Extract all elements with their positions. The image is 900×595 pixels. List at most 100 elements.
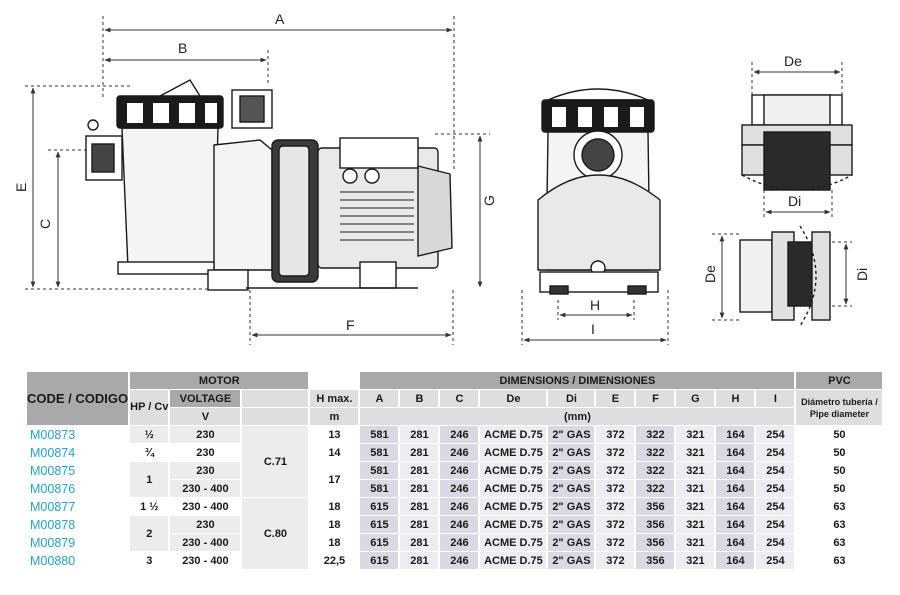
row-e: 372 xyxy=(596,534,635,551)
row-i: 254 xyxy=(756,516,795,533)
dim-label-de-side: De xyxy=(702,265,718,283)
table-row: M00880 3 230 - 400 22,5 615 281 246 ACME… xyxy=(27,552,883,569)
row-voltage: 230 - 400 xyxy=(170,498,241,515)
row-h: 164 xyxy=(716,462,755,479)
col-head-de: De xyxy=(480,390,547,407)
row-hmax: 18 xyxy=(310,498,359,515)
row-code: M00876 xyxy=(30,481,76,496)
row-c: 246 xyxy=(440,552,479,569)
row-b: 281 xyxy=(400,462,439,479)
row-a: 581 xyxy=(360,480,399,497)
row-b: 281 xyxy=(400,444,439,461)
row-hp: 2 xyxy=(130,516,169,551)
row-code: M00874 xyxy=(30,445,76,460)
row-b: 281 xyxy=(400,516,439,533)
row-voltage: 230 xyxy=(170,426,241,443)
table-row: M00876 230 - 400 581 281 246 ACME D.75 2… xyxy=(27,480,883,497)
code-header: CODE / CODIGO xyxy=(27,372,129,425)
table-row: M00874 ¾ 230 14 581 281 246 ACME D.75 2"… xyxy=(27,444,883,461)
dim-label-i: I xyxy=(591,321,595,337)
row-a: 615 xyxy=(360,498,399,515)
row-hmax: 18 xyxy=(310,534,359,551)
row-h: 164 xyxy=(716,534,755,551)
dim-label-di-top: Di xyxy=(788,193,801,209)
header-spacer xyxy=(310,372,359,389)
row-hp: 3 xyxy=(130,552,169,569)
row-i: 254 xyxy=(756,498,795,515)
row-hmax: 18 xyxy=(310,516,359,533)
row-g: 321 xyxy=(676,462,715,479)
hmax-header: H max. xyxy=(310,390,359,407)
dim-label-de-top: De xyxy=(784,53,802,69)
table-row: M00878 2 230 18 615 281 246 ACME D.75 2"… xyxy=(27,516,883,551)
row-i: 254 xyxy=(756,444,795,461)
dim-label-b: B xyxy=(178,40,187,56)
row-de: ACME D.75 xyxy=(480,552,547,569)
row-b: 281 xyxy=(400,498,439,515)
row-pvc: 63 xyxy=(796,534,883,551)
row-code: M00873 xyxy=(30,427,76,442)
row-code: M00880 xyxy=(30,553,76,568)
motor-frame-header xyxy=(242,390,309,407)
row-f: 322 xyxy=(636,480,675,497)
row-pvc: 50 xyxy=(796,426,883,443)
row-de: ACME D.75 xyxy=(480,516,547,533)
row-code: M00877 xyxy=(30,499,76,514)
row-c: 246 xyxy=(440,516,479,533)
row-pvc: 50 xyxy=(796,462,883,479)
row-e: 372 xyxy=(596,498,635,515)
row-hmax: 14 xyxy=(310,444,359,461)
row-hp: 1 ½ xyxy=(130,498,169,515)
row-di: 2" GAS xyxy=(548,426,595,443)
row-g: 321 xyxy=(676,534,715,551)
voltage-header: VOLTAGE xyxy=(170,390,241,407)
table-row: M00879 230 - 400 18 615 281 246 ACME D.7… xyxy=(27,534,883,551)
row-i: 254 xyxy=(756,480,795,497)
row-g: 321 xyxy=(676,516,715,533)
row-b: 281 xyxy=(400,552,439,569)
row-voltage: 230 xyxy=(170,444,241,461)
col-head-a: A xyxy=(360,390,399,407)
row-i: 254 xyxy=(756,462,795,479)
h-unit: m xyxy=(310,408,359,425)
pvc-header: PVC xyxy=(796,372,883,389)
row-di: 2" GAS xyxy=(548,480,595,497)
row-a: 615 xyxy=(360,534,399,551)
col-head-f: F xyxy=(636,390,675,407)
dim-label-di-side: Di xyxy=(854,268,870,281)
dim-label-e: E xyxy=(13,183,29,192)
hp-header: HP / Cv xyxy=(130,390,169,425)
row-code: M00878 xyxy=(30,517,76,532)
col-head-i: I xyxy=(756,390,795,407)
row-g: 321 xyxy=(676,444,715,461)
row-hmax: 22,5 xyxy=(310,552,359,569)
dim-label-g: G xyxy=(481,195,497,206)
row-c: 246 xyxy=(440,426,479,443)
col-head-c: C xyxy=(440,390,479,407)
row-pvc: 50 xyxy=(796,480,883,497)
voltage-unit: V xyxy=(170,408,241,425)
row-e: 372 xyxy=(596,462,635,479)
row-e: 372 xyxy=(596,552,635,569)
table-row: M00877 1 ½ 230 - 400 C.80 18 615 281 246… xyxy=(27,498,883,569)
specification-table: CODE / CODIGO MOTOR DIMENSIONS / DIMENSI… xyxy=(25,371,884,570)
row-e: 372 xyxy=(596,444,635,461)
row-hp: 1 xyxy=(130,462,169,497)
table-row: M00873 ½ 230 C.71 13 581 281 246 ACME D.… xyxy=(27,426,883,497)
row-a: 581 xyxy=(360,444,399,461)
row-di: 2" GAS xyxy=(548,444,595,461)
row-voltage: 230 - 400 xyxy=(170,552,241,569)
row-f: 322 xyxy=(636,426,675,443)
row-pvc: 50 xyxy=(796,444,883,461)
row-hmax: 17 xyxy=(310,462,359,497)
row-b: 281 xyxy=(400,534,439,551)
row-f: 322 xyxy=(636,462,675,479)
row-a: 581 xyxy=(360,426,399,443)
row-g: 321 xyxy=(676,552,715,569)
row-c: 246 xyxy=(440,498,479,515)
mm-unit: (mm) xyxy=(360,408,795,425)
motor-group-c80: C.80 xyxy=(242,498,309,569)
dim-label-f: F xyxy=(346,317,355,333)
row-c: 246 xyxy=(440,444,479,461)
table-row: M00875 1 230 17 581 281 246 ACME D.75 2"… xyxy=(27,462,883,497)
